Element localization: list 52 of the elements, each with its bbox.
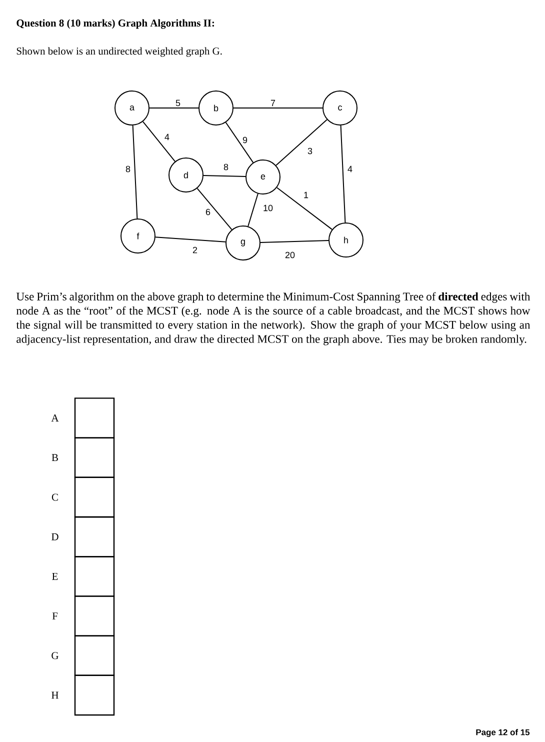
graph-node: f [120, 218, 156, 254]
edge [276, 119, 328, 166]
edge-label: 2 [192, 246, 198, 254]
edge-label: 4 [347, 165, 353, 173]
edge [276, 187, 333, 230]
edge-label: 5 [175, 99, 181, 107]
row-letter: F [52, 612, 58, 620]
edge [248, 193, 258, 227]
edge [225, 122, 254, 164]
graph-node: h [328, 222, 364, 258]
row-letter: G [52, 652, 58, 660]
list-cell [74, 398, 115, 438]
list-cell [74, 476, 115, 518]
page-number: Page 12 of 15 [476, 729, 530, 737]
list-cell [74, 635, 115, 676]
edge [154, 236, 226, 242]
row-letter: D [52, 533, 58, 540]
edge-label: 6 [205, 208, 211, 216]
edge-label: 8 [125, 165, 131, 173]
edge-label: 9 [242, 136, 248, 144]
edge-label: 1 [303, 191, 309, 199]
paragraph: Use Prim’s algorithm on the above graph to determine the Minimum-Cost Spanning Tree of directed edges with node A as the “root” of the MCST (e.g. node A is the source of a cable broadcast, and the MCST shows how the signal will be transmitted to every station in the network). Show the graph of your MCST below using an adjacency-list representation, and draw the directed MCST on the graph above. Ties may be broken randomly. [16, 292, 530, 346]
graph-node: b [198, 90, 234, 126]
edge [196, 188, 232, 230]
graph-node: g [226, 226, 260, 260]
row-letter: C [52, 494, 58, 501]
edge [340, 124, 346, 224]
edge-label: 10 [262, 204, 274, 212]
row-letter: H [52, 692, 58, 699]
list-cell [74, 556, 115, 597]
row-letter: E [52, 572, 58, 580]
edge-label: 7 [270, 99, 276, 107]
list-cell [74, 596, 115, 636]
edge [132, 124, 138, 220]
graph-node: a [114, 90, 150, 126]
text: Shown below is an undirected weighted graph G. [16, 47, 222, 57]
edge-label: 4 [164, 133, 170, 141]
edge [142, 121, 176, 162]
row-letter: A [51, 414, 59, 422]
edge-label: 8 [223, 163, 229, 171]
edge [260, 240, 329, 243]
edge-label: 20 [284, 251, 296, 259]
graph-node: e [246, 160, 280, 194]
graph-node: d [168, 158, 204, 192]
list-cell [74, 674, 115, 716]
edge [203, 174, 246, 178]
row-letter: B [52, 454, 58, 462]
edge-label: 3 [307, 147, 313, 155]
graph-node: c [322, 90, 358, 126]
list-cell [74, 516, 115, 558]
title: Question 8 (10 marks) Graph Algorithms II: [16, 19, 214, 29]
list-cell [74, 437, 115, 478]
